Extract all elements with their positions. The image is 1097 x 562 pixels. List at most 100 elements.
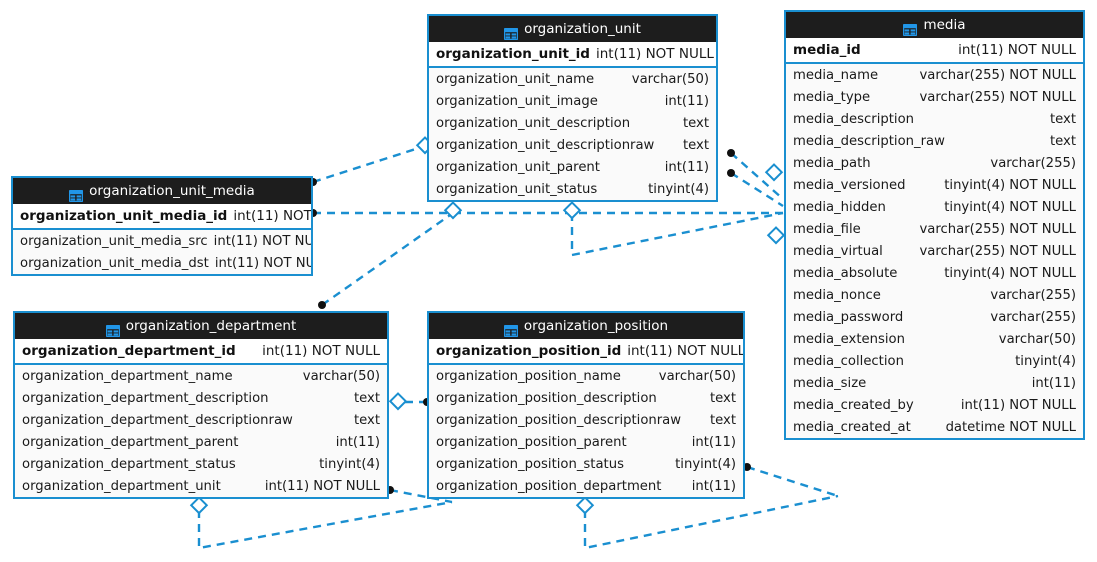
field-type: text bbox=[682, 115, 709, 131]
field-name: organization_position_department bbox=[436, 478, 662, 494]
relationship-endpoint-dot bbox=[727, 169, 735, 177]
field-type: text bbox=[1049, 133, 1076, 149]
field-name: media_collection bbox=[793, 353, 904, 369]
table-header-organization_position[interactable]: organization_position bbox=[429, 313, 743, 339]
table-node-organization_department[interactable]: organization_department organization_depa… bbox=[13, 311, 389, 499]
crowfoot-diamond bbox=[189, 496, 209, 515]
field-type: tinyint(4) NOT NULL bbox=[944, 265, 1076, 281]
relationship-endpoint-dot bbox=[727, 149, 735, 157]
field-type: int(11) NOT NULL bbox=[264, 478, 380, 494]
field-type: int(11) bbox=[664, 93, 709, 109]
table-icon bbox=[105, 320, 120, 338]
field-name: organization_department_name bbox=[22, 368, 233, 384]
table-icon bbox=[903, 19, 918, 37]
field-name: organization_unit_status bbox=[436, 181, 598, 197]
primary-key-row[interactable]: organization_department_id int(11) NOT NU… bbox=[15, 339, 387, 365]
field-type: int(11) bbox=[335, 434, 380, 450]
crowfoot-diamond bbox=[443, 201, 463, 220]
field-type: varchar(50) bbox=[302, 368, 380, 384]
table-title: organization_department bbox=[125, 318, 297, 334]
field-type: int(11) NOT NULL bbox=[233, 208, 312, 224]
field-type: varchar(255) bbox=[990, 309, 1076, 325]
field-type: int(11) NOT NULL bbox=[262, 343, 380, 359]
field-type: text bbox=[709, 390, 736, 406]
relationship-line bbox=[583, 494, 839, 550]
field-type: varchar(255) NOT NULL bbox=[919, 89, 1077, 105]
crowfoot-diamond bbox=[562, 201, 582, 220]
field-name: media_virtual bbox=[793, 243, 883, 259]
table-title: media bbox=[923, 17, 966, 33]
field-type: int(11) NOT NULL bbox=[960, 397, 1076, 413]
table-header-organization_unit[interactable]: organization_unit bbox=[429, 16, 716, 42]
field-name: organization_unit_media_id bbox=[20, 208, 228, 224]
field-type: int(11) NOT NULL bbox=[627, 343, 745, 359]
table-icon bbox=[503, 320, 519, 338]
table-row[interactable]: organization_department_name varchar(50) bbox=[15, 365, 387, 387]
field-type: varchar(255) bbox=[990, 155, 1076, 171]
table-icon bbox=[503, 23, 519, 41]
field-name: organization_department_id bbox=[22, 343, 236, 359]
field-name: organization_department_status bbox=[22, 456, 236, 472]
field-name: organization_department_unit bbox=[22, 478, 221, 494]
field-name: organization_unit_media_dst bbox=[20, 255, 209, 271]
table-header-organization_department[interactable]: organization_department bbox=[15, 313, 387, 339]
field-name: media_password bbox=[793, 309, 904, 325]
field-type: int(11) bbox=[664, 159, 709, 175]
primary-key-row[interactable]: organization_unit_media_id int(11) NOT NU… bbox=[13, 204, 311, 230]
table-row[interactable]: organization_department_unit int(11) NOT … bbox=[15, 475, 387, 497]
table-header-organization_unit_media[interactable]: organization_unit_media bbox=[13, 178, 311, 204]
field-name: media_versioned bbox=[793, 177, 906, 193]
table-row[interactable]: media_versioned tinyint(4) NOT NULL bbox=[786, 174, 1083, 196]
table-row[interactable]: media_password varchar(255) bbox=[786, 306, 1083, 328]
field-type: tinyint(4) NOT NULL bbox=[944, 177, 1076, 193]
field-name: organization_position_descriptionraw bbox=[436, 412, 682, 428]
field-type: varchar(50) bbox=[658, 368, 736, 384]
field-type: tinyint(4) NOT NULL bbox=[944, 199, 1076, 215]
relationship-line bbox=[730, 152, 784, 200]
relationship-line bbox=[746, 465, 839, 498]
table-header-media[interactable]: media bbox=[786, 12, 1083, 38]
